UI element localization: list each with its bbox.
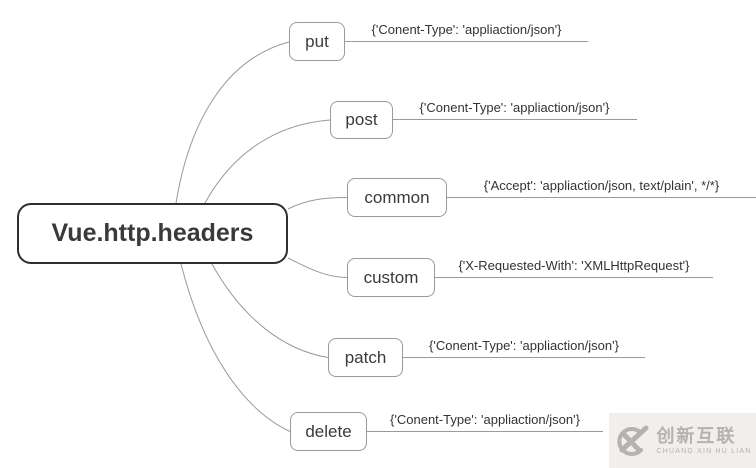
edge-value-post-text: {'Conent-Type': 'appliaction/json'} (419, 100, 610, 115)
edge-value-patch[interactable]: {'Conent-Type': 'appliaction/json'} (403, 338, 645, 358)
edge-value-patch-text: {'Conent-Type': 'appliaction/json'} (429, 338, 619, 353)
connector-patch (211, 263, 329, 358)
node-delete[interactable]: delete (290, 412, 367, 451)
node-put[interactable]: put (289, 22, 345, 61)
edge-value-common[interactable]: {'Accept': 'appliaction/json, text/plain… (447, 178, 756, 198)
watermark-text: 创新互联 CHUANG XIN HU LIAN (656, 427, 751, 455)
connector-custom (287, 257, 348, 278)
node-patch[interactable]: patch (328, 338, 403, 377)
node-common-label: common (364, 187, 430, 207)
node-delete-label: delete (305, 421, 352, 441)
connector-common (287, 197, 348, 210)
node-put-label: put (305, 31, 329, 51)
node-custom[interactable]: custom (347, 258, 435, 297)
node-post-label: post (345, 110, 378, 129)
root-node-label: Vue.http.headers (51, 219, 254, 247)
edge-value-custom-text: {'X-Requested-With': 'XMLHttpRequest'} (458, 258, 690, 273)
root-node-vue-http-headers[interactable]: Vue.http.headers (17, 203, 288, 264)
edge-value-custom[interactable]: {'X-Requested-With': 'XMLHttpRequest'} (435, 258, 713, 278)
edge-value-common-text: {'Accept': 'appliaction/json, text/plain… (483, 178, 720, 193)
watermark: 创新互联 CHUANG XIN HU LIAN (609, 413, 756, 468)
watermark-brand-cn: 创新互联 (656, 425, 737, 446)
edge-value-delete-text: {'Conent-Type': 'appliaction/json'} (390, 412, 580, 427)
edge-value-put[interactable]: {'Conent-Type': 'appliaction/json'} (345, 22, 588, 42)
node-common[interactable]: common (347, 178, 447, 217)
edge-value-delete[interactable]: {'Conent-Type': 'appliaction/json'} (367, 412, 603, 432)
connector-delete (180, 263, 291, 432)
node-custom-label: custom (363, 267, 419, 287)
edge-value-post[interactable]: {'Conent-Type': 'appliaction/json'} (392, 100, 637, 120)
watermark-logo-icon (617, 425, 649, 456)
connector-put (175, 41, 290, 204)
watermark-brand-en: CHUANG XIN HU LIAN (656, 447, 752, 455)
connector-post (204, 119, 331, 204)
node-patch-label: patch (344, 347, 387, 367)
node-post[interactable]: post (330, 101, 393, 139)
edge-value-put-text: {'Conent-Type': 'appliaction/json'} (371, 22, 562, 37)
